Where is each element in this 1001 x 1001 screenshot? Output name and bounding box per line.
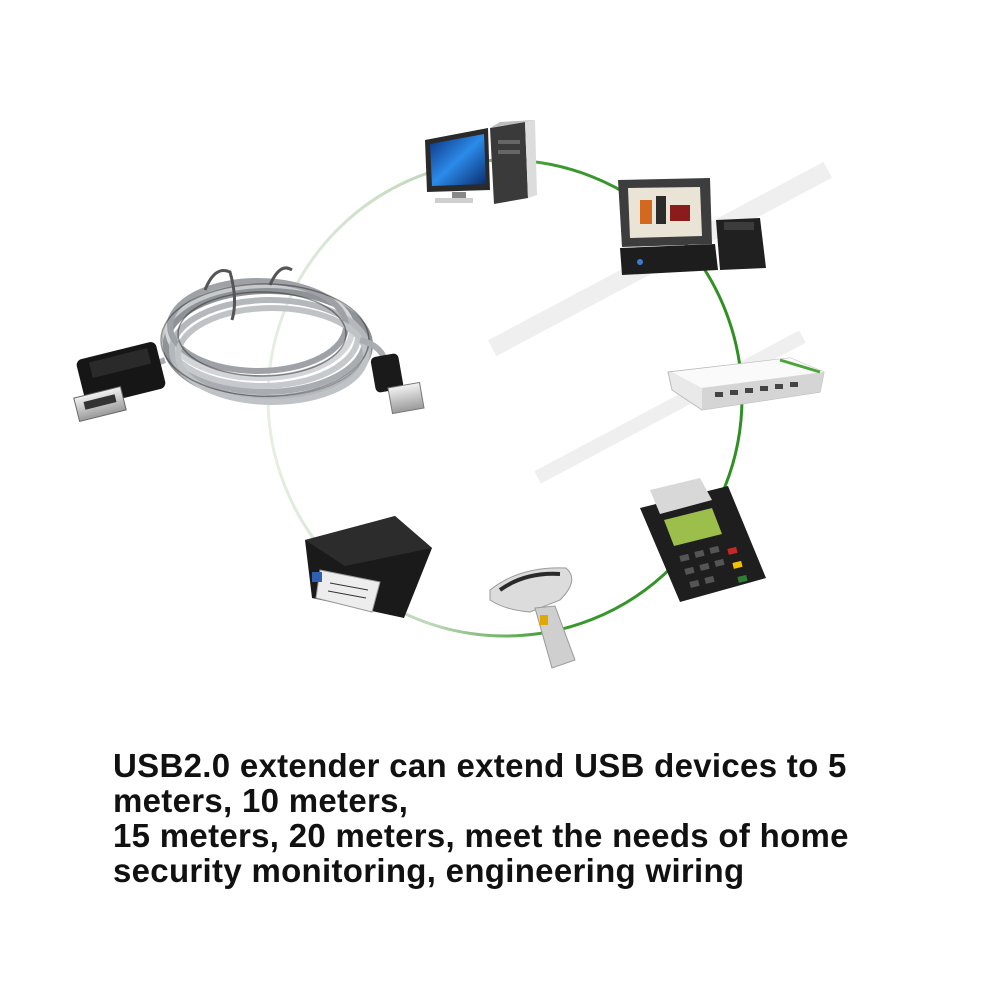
payment-terminal-icon (640, 478, 766, 602)
product-illustration (73, 120, 832, 669)
usb-extension-cable (73, 266, 425, 423)
usb-male-plug (370, 353, 425, 415)
usb-female-socket (73, 342, 166, 423)
caption-line: meters, 10 meters, (113, 782, 409, 819)
caption-line: security monitoring, engineering wiring (113, 852, 745, 889)
caption-line: USB2.0 extender can extend USB devices t… (113, 747, 847, 784)
network-switch-icon (667, 357, 825, 411)
barcode-scanner-icon (489, 567, 576, 669)
label-printer-icon (305, 516, 432, 618)
desktop-computer-icon (425, 120, 537, 204)
caption-line: 15 meters, 20 meters, meet the needs of … (113, 817, 849, 854)
product-caption: USB2.0 extender can extend USB devices t… (113, 748, 973, 888)
pos-terminal-icon (618, 178, 766, 275)
